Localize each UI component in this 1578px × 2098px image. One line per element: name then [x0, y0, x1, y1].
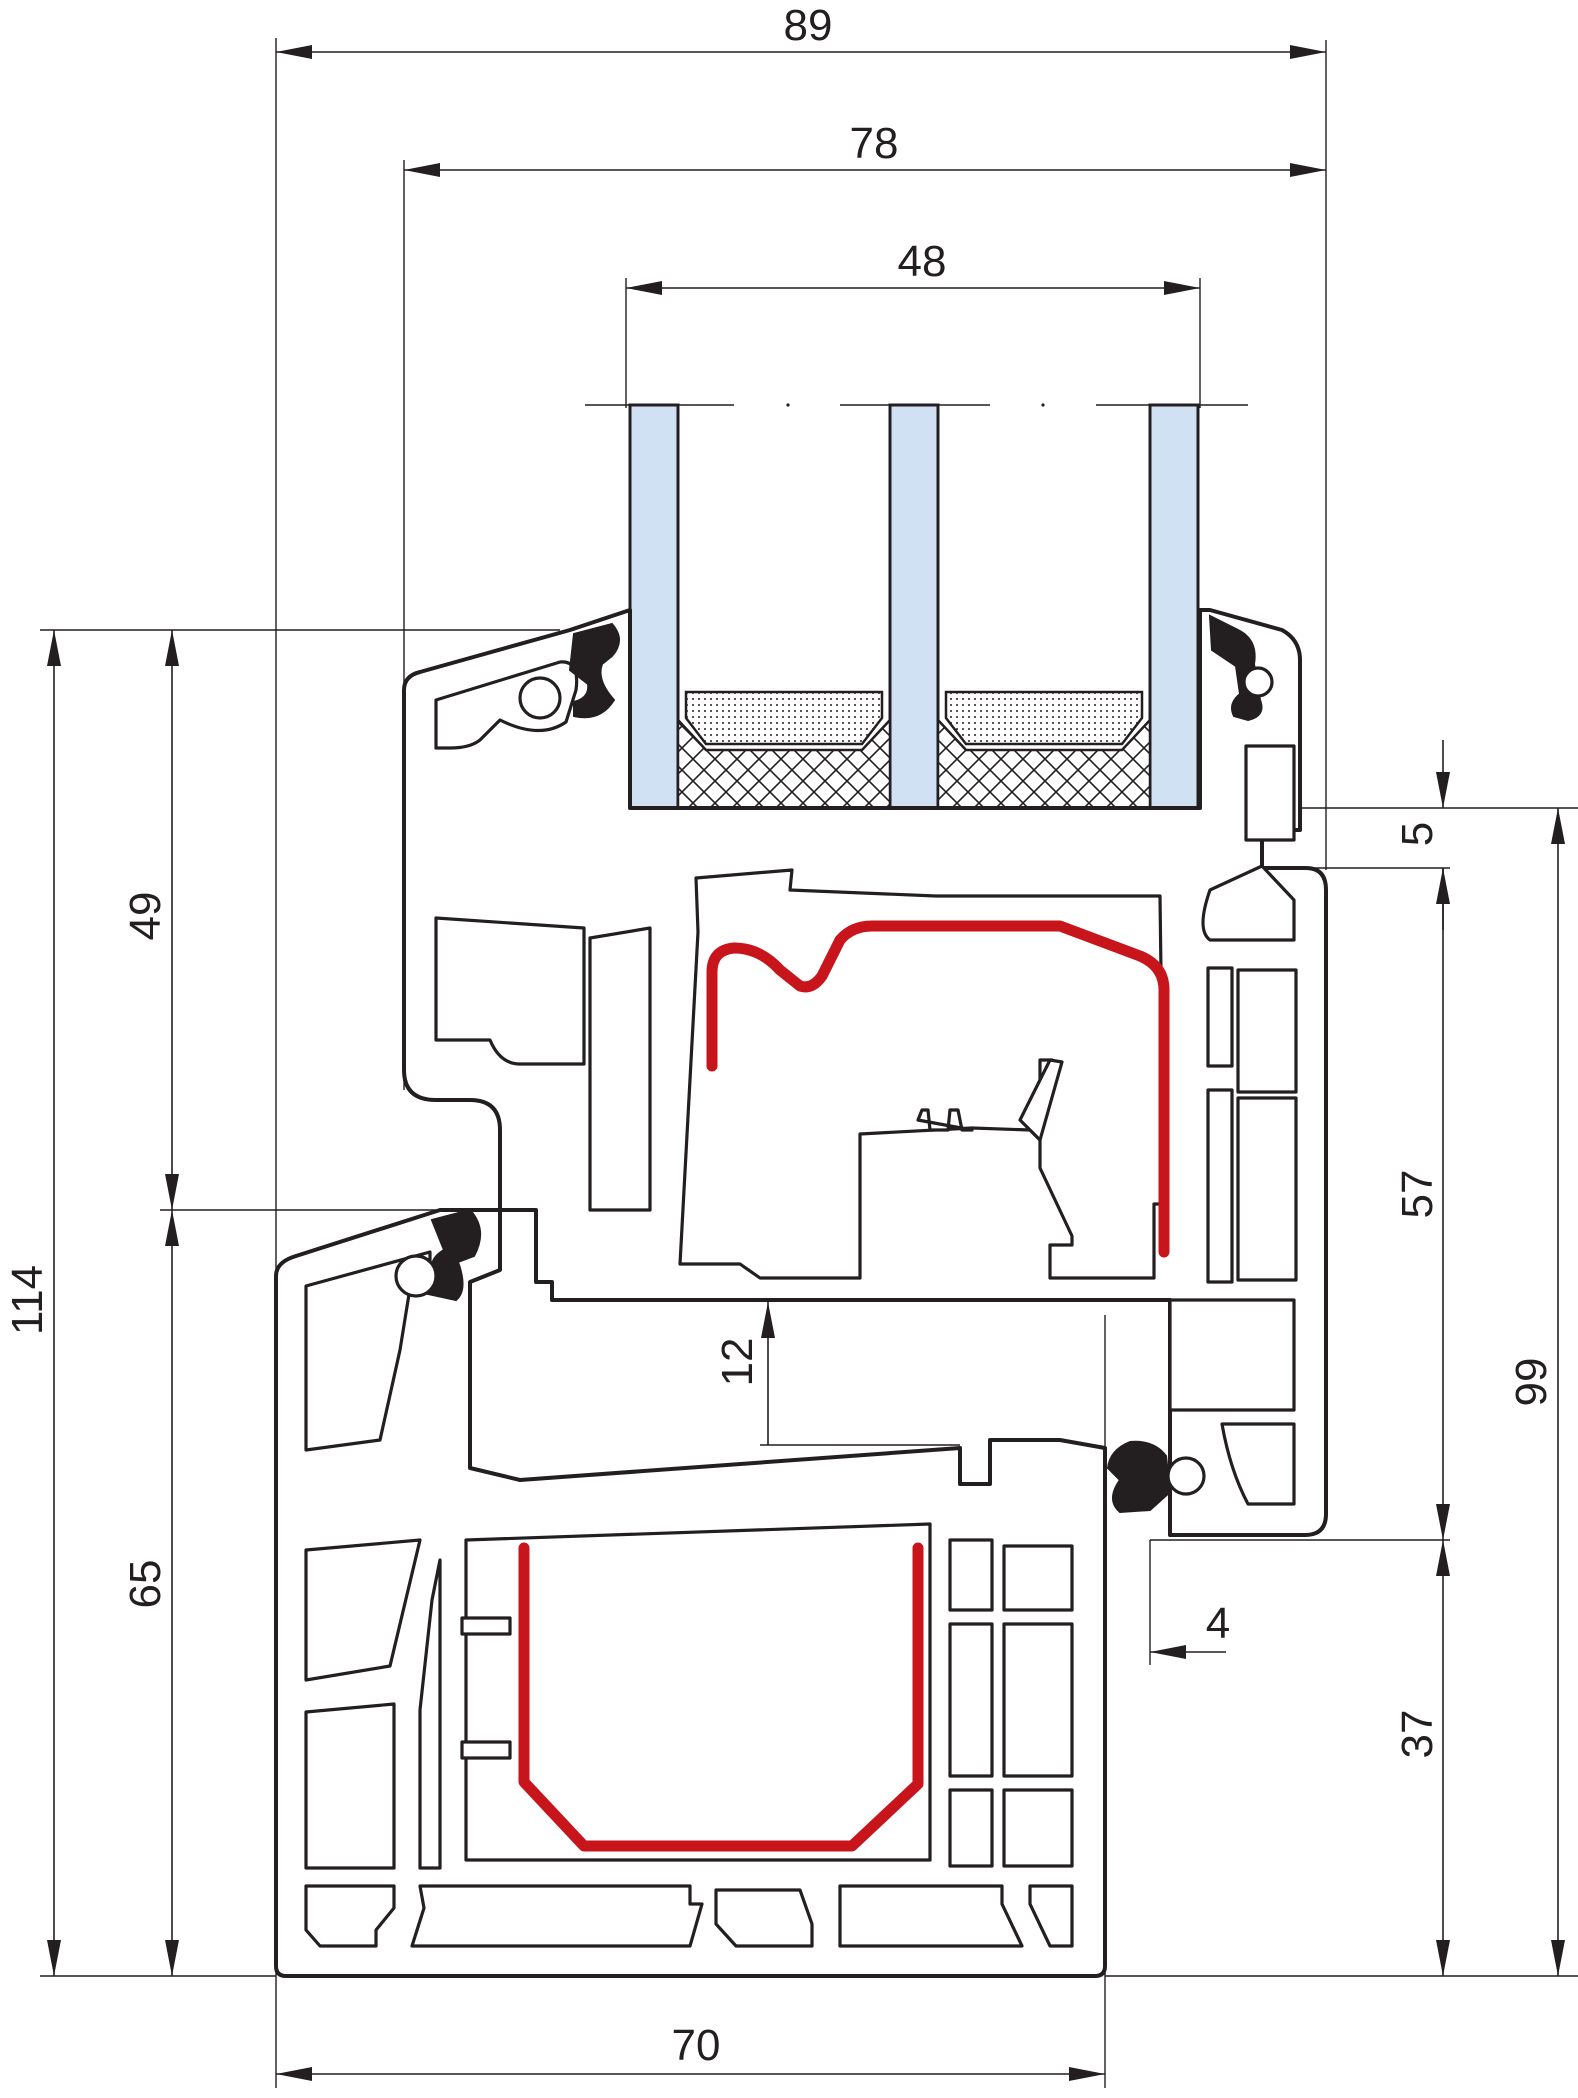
spacer-bar-left — [684, 690, 884, 746]
dimension-label-114: 114 — [3, 1265, 52, 1335]
dimension-5: 5 — [1393, 740, 1450, 930]
gasket-anchor-3 — [1166, 1456, 1206, 1496]
sash-hook-fin — [1018, 1058, 1064, 1142]
dimension-label-65: 65 — [121, 1560, 170, 1609]
frame-foot-1 — [304, 1884, 396, 1948]
dimension-89: 89 — [276, 1, 1326, 59]
sash-main-chamber — [678, 868, 1166, 1280]
dimension-label-99: 99 — [1507, 1358, 1556, 1407]
frame-main-chamber — [464, 1522, 932, 1862]
glass-pane-middle — [888, 403, 940, 812]
dimension-78: 78 — [404, 119, 1326, 177]
frame-foot-4 — [838, 1884, 1024, 1948]
frame-chamber-3 — [304, 1702, 396, 1870]
sash-hinge-chamber — [1201, 864, 1296, 942]
dimension-12: 12 — [713, 1302, 775, 1445]
dimension-label-37: 37 — [1393, 1710, 1442, 1759]
dimension-label-4: 4 — [1206, 1599, 1230, 1648]
dimension-48: 48 — [626, 237, 1200, 295]
frame-chamber-1 — [304, 1250, 432, 1452]
frame-stop-gasket — [1106, 1440, 1172, 1514]
dimension-label-57: 57 — [1393, 1170, 1442, 1219]
gasket-anchor-1 — [518, 676, 562, 720]
sash-steel-reinforcement — [706, 920, 1170, 1258]
outer-glazing-gasket — [568, 622, 620, 719]
frame-lug-2 — [460, 1740, 512, 1760]
frame-chamber-6 — [1002, 1544, 1074, 1612]
glass-pane-inner — [1148, 403, 1200, 812]
frame-chamber-10 — [1002, 1788, 1074, 1868]
dimension-label-89: 89 — [784, 1, 833, 50]
frame-foot-3 — [714, 1888, 814, 1948]
frame-chamber-7 — [948, 1622, 994, 1778]
sash-profile — [402, 608, 1328, 1537]
frame-lug-1 — [460, 1616, 512, 1636]
dimension-label-48: 48 — [898, 237, 947, 286]
dimension-label-12: 12 — [713, 1338, 762, 1387]
sash-chamber-1 — [434, 916, 586, 1066]
dimension-label-49: 49 — [121, 892, 170, 941]
sash-chamber-outer-4 — [1236, 1096, 1298, 1282]
frame-profile — [274, 1208, 1107, 1978]
sash-chamber-outer-6 — [1220, 1422, 1296, 1506]
dimension-65: 65 — [121, 1210, 179, 1976]
sash-chamber-outer-2 — [1236, 968, 1298, 1094]
sash-teeth — [916, 1108, 974, 1132]
dimension-label-78: 78 — [850, 119, 899, 168]
sash-chamber-2 — [588, 926, 652, 1212]
gasket-anchor-4 — [1242, 666, 1274, 698]
frame-chamber-5 — [948, 1538, 994, 1612]
dimension-57: 57 — [1393, 868, 1450, 1540]
dimension-label-70: 70 — [672, 2021, 721, 2070]
gasket-anchor-2 — [394, 1254, 438, 1298]
frame-chamber-9 — [948, 1788, 994, 1868]
frame-chamber-4 — [418, 1558, 442, 1870]
frame-chamber-8 — [1002, 1622, 1074, 1778]
dimension-70: 70 — [276, 2021, 1105, 2081]
frame-chamber-2 — [304, 1538, 422, 1682]
dimension-37: 37 — [1393, 1540, 1450, 1976]
sash-chamber-outer-5 — [1168, 1298, 1296, 1412]
dimension-114: 114 — [3, 630, 61, 1976]
dimension-99: 99 — [1507, 808, 1565, 1976]
dimension-label-5: 5 — [1393, 822, 1442, 846]
sash-chamber-top — [1244, 744, 1296, 842]
frame-steel-reinforcement — [518, 1542, 924, 1852]
dimension-49: 49 — [121, 630, 179, 1210]
sash-chamber-outer-3 — [1206, 1088, 1234, 1284]
spacer-bar-right — [944, 690, 1144, 746]
sash-chamber-outer-1 — [1206, 966, 1234, 1068]
gaskets — [394, 614, 1274, 1514]
frame-foot-5 — [1028, 1884, 1074, 1948]
glass-pane-outer — [628, 403, 680, 812]
frame-foot-2 — [410, 1884, 704, 1948]
